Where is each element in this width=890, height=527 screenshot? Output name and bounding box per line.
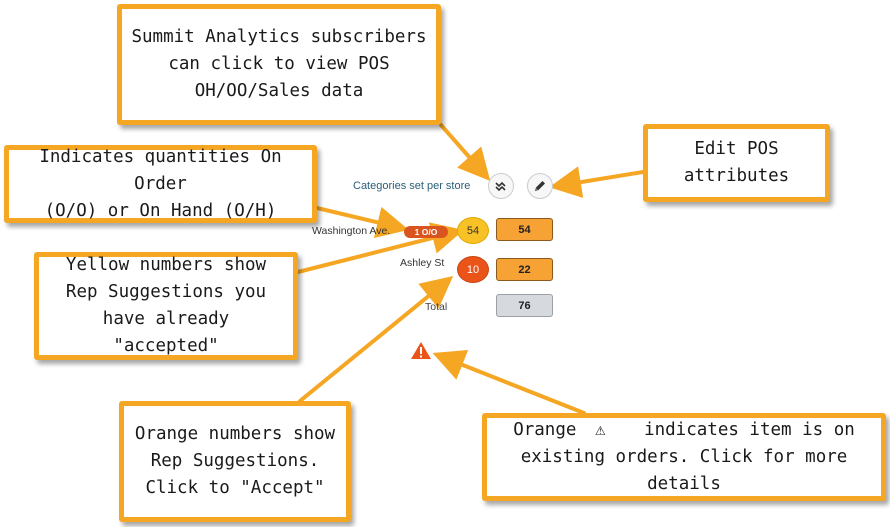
pending-suggestion[interactable]: 10 bbox=[457, 256, 489, 283]
pencil-icon bbox=[535, 181, 545, 191]
callout-text-line: Rep Suggestions you bbox=[65, 282, 267, 302]
existing-orders-warning-button[interactable] bbox=[410, 341, 432, 364]
callout-text-fragment: indicates item is on bbox=[644, 419, 855, 440]
callout-summit-analytics: Summit Analytics subscribers can click t… bbox=[117, 4, 441, 125]
on-order-badge: 1 O/O bbox=[404, 226, 448, 238]
chevron-double-icon bbox=[495, 181, 506, 192]
callout-text-line: can click to view POS bbox=[168, 54, 390, 74]
pos-data-button[interactable] bbox=[488, 173, 514, 199]
callout-text-fragment: Orange bbox=[513, 419, 577, 440]
callout-orange-numbers: Orange numbers show Rep Suggestions. Cli… bbox=[119, 401, 351, 522]
warning-triangle-icon bbox=[411, 342, 431, 359]
total-quantity-box: 76 bbox=[496, 294, 553, 317]
callout-edit-pos: Edit POS attributes bbox=[643, 124, 830, 202]
callout-quantities: Indicates quantities On Order (O/O) or O… bbox=[4, 145, 317, 223]
total-label: Total bbox=[425, 301, 448, 313]
categories-per-store-label: Categories set per store bbox=[353, 180, 471, 192]
quantity-box[interactable]: 54 bbox=[496, 218, 553, 241]
callout-text-line: Orange ⚠ indicates item is on bbox=[495, 417, 873, 444]
callout-yellow-numbers: Yellow numbers show Rep Suggestions you … bbox=[34, 252, 298, 360]
warning-outline-icon: ⚠ bbox=[594, 419, 606, 440]
arrow-warning bbox=[432, 349, 586, 415]
callout-text-line: Rep Suggestions. bbox=[150, 451, 320, 471]
callout-text-line: existing orders. Click for more details bbox=[520, 446, 848, 494]
accepted-suggestion[interactable]: 54 bbox=[457, 217, 489, 244]
quantity-box[interactable]: 22 bbox=[496, 258, 553, 281]
callout-text-line: attributes bbox=[683, 166, 790, 186]
callout-text-line: Orange numbers show bbox=[134, 424, 336, 444]
callout-text-line: have already "accepted" bbox=[102, 309, 230, 356]
edit-pos-attributes-button[interactable] bbox=[527, 173, 553, 199]
callout-text-line: (O/O) or On Hand (O/H) bbox=[44, 200, 277, 221]
arrow-summit bbox=[439, 123, 491, 182]
callout-text-line: OH/OO/Sales data bbox=[194, 81, 364, 101]
callout-warning-orders: Orange ⚠ indicates item is on existing o… bbox=[482, 413, 886, 501]
store-name: Ashley St bbox=[400, 257, 445, 269]
callout-text-line: Indicates quantities On Order bbox=[39, 146, 282, 194]
arrow-edit bbox=[549, 166, 645, 198]
callout-text-line: Click to "Accept" bbox=[145, 478, 325, 498]
callout-text-line: Summit Analytics subscribers bbox=[131, 27, 427, 47]
callout-text-line: Edit POS bbox=[694, 139, 779, 159]
store-name: Washington Ave. bbox=[312, 225, 391, 237]
callout-text-line: Yellow numbers show bbox=[65, 255, 267, 275]
